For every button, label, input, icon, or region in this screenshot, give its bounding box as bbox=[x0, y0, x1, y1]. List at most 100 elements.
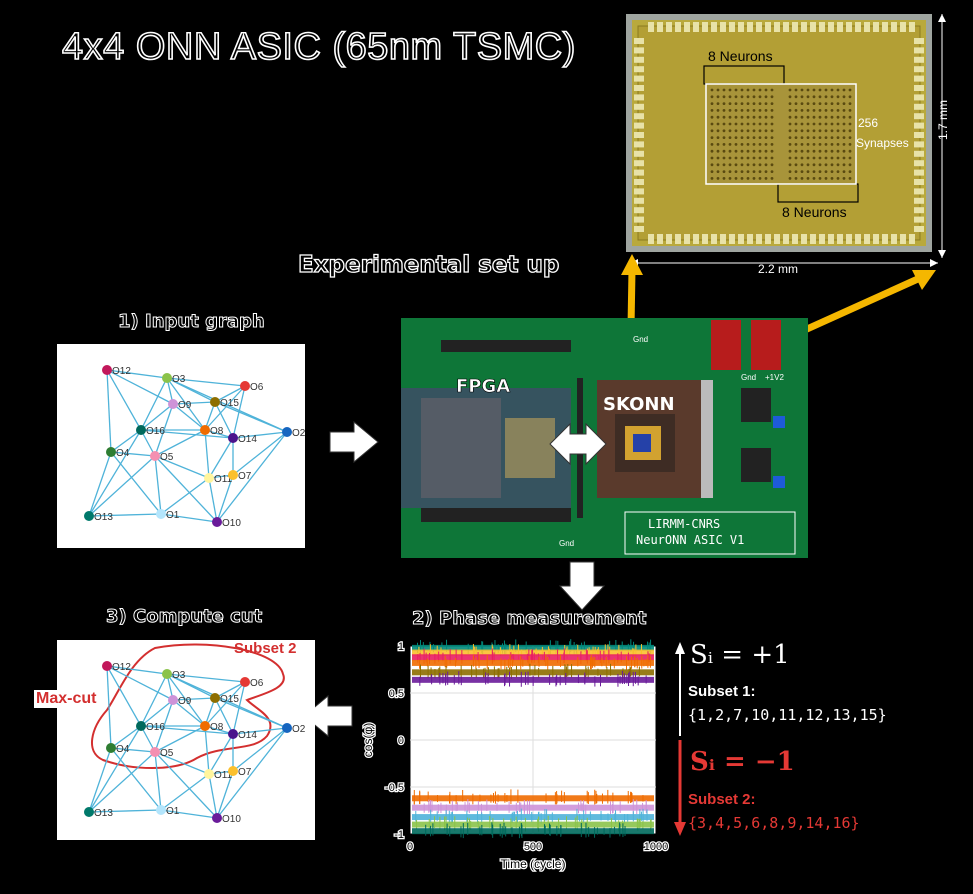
graph-node bbox=[168, 399, 178, 409]
graph-node-label: O15 bbox=[220, 398, 239, 409]
graph-node bbox=[168, 695, 178, 705]
graph-node bbox=[228, 470, 238, 480]
input-graph-title: 1) Input graph bbox=[118, 311, 265, 332]
graph-edge bbox=[155, 456, 161, 514]
graph-node-label: O7 bbox=[238, 471, 252, 482]
graph-edge bbox=[141, 378, 167, 430]
graph-node bbox=[84, 511, 94, 521]
graph-node-label: O12 bbox=[112, 662, 131, 673]
phase-band bbox=[412, 795, 654, 801]
graph-node-label: O16 bbox=[146, 426, 165, 437]
graph-node-label: O12 bbox=[112, 366, 131, 377]
graph-node bbox=[204, 769, 214, 779]
legend-arrow bbox=[672, 640, 688, 840]
graph-node bbox=[212, 813, 222, 823]
phase-band bbox=[412, 828, 654, 834]
x-axis-label: Time (cycle) bbox=[501, 857, 566, 871]
graph-node bbox=[156, 509, 166, 519]
graph-node bbox=[136, 721, 146, 731]
subset2-values: {3,4,5,6,8,9,14,16} bbox=[688, 814, 860, 832]
graph-edge bbox=[89, 430, 141, 516]
graph-edge bbox=[141, 674, 167, 726]
graph-node-label: O9 bbox=[178, 696, 192, 707]
arrow-to-phase bbox=[558, 560, 606, 612]
graph-node bbox=[162, 669, 172, 679]
graph-node bbox=[106, 447, 116, 457]
y-tick-label: 1 bbox=[398, 641, 404, 653]
graph-edge bbox=[205, 430, 209, 478]
arrow-to-board bbox=[328, 420, 380, 464]
y-tick-label: -1 bbox=[394, 829, 404, 841]
graph-node bbox=[102, 661, 112, 671]
graph-node bbox=[240, 381, 250, 391]
bidirectional-arrow bbox=[548, 420, 608, 468]
graph-node bbox=[200, 721, 210, 731]
graph-node bbox=[150, 747, 160, 757]
graph-node bbox=[212, 517, 222, 527]
graph-node bbox=[210, 693, 220, 703]
graph-node-label: O5 bbox=[160, 748, 174, 759]
phase-band bbox=[412, 822, 654, 828]
graph-node-label: O1 bbox=[166, 510, 180, 521]
y-tick-label: 0 bbox=[398, 735, 404, 747]
graph-node bbox=[156, 805, 166, 815]
phase-band bbox=[412, 814, 654, 820]
x-tick-label: 1000 bbox=[644, 841, 668, 853]
graph-edge bbox=[107, 370, 111, 452]
graph-node-label: O2 bbox=[292, 428, 305, 439]
compute-cut-title: 3) Compute cut bbox=[106, 606, 262, 627]
graph-node bbox=[136, 425, 146, 435]
graph-node-label: O9 bbox=[178, 400, 192, 411]
v12-label: +1V2 bbox=[765, 373, 784, 382]
x-tick-label: 500 bbox=[524, 841, 542, 853]
graph-node bbox=[162, 373, 172, 383]
graph-edge bbox=[161, 478, 209, 514]
compute-cut-panel: O12O3O6O9O15O16O8O14O2O4O5O11O7O13O1O10 bbox=[57, 640, 315, 840]
graph-edge bbox=[89, 726, 141, 812]
gnd-label-3: Gnd bbox=[741, 373, 756, 382]
graph-node-label: O5 bbox=[160, 452, 174, 463]
subset1-values: {1,2,7,10,11,12,13,15} bbox=[688, 706, 887, 724]
y-tick-label: 0.5 bbox=[389, 688, 404, 700]
subset2-graph-label: Subset 2 bbox=[234, 640, 297, 657]
graph-node-label: O8 bbox=[210, 426, 224, 437]
graph-node bbox=[106, 743, 116, 753]
graph-node-label: O6 bbox=[250, 382, 264, 393]
graph-node-label: O10 bbox=[222, 518, 241, 529]
fpga-label: FPGA bbox=[456, 376, 510, 397]
graph-node bbox=[210, 397, 220, 407]
x-tick-label: 0 bbox=[407, 841, 413, 853]
graph-node bbox=[228, 729, 238, 739]
graph-node-label: O6 bbox=[250, 678, 264, 689]
graph-edge bbox=[205, 726, 209, 774]
graph-node-label: O10 bbox=[222, 814, 241, 825]
graph-node-label: O15 bbox=[220, 694, 239, 705]
y-tick-label: -0.5 bbox=[385, 782, 404, 794]
graph-node bbox=[282, 723, 292, 733]
y-axis-label: cos(φ) bbox=[361, 723, 375, 757]
graph-edge bbox=[111, 748, 161, 810]
graph-node bbox=[228, 766, 238, 776]
graph-node-label: O2 bbox=[292, 724, 306, 735]
graph-node-label: O4 bbox=[116, 744, 130, 755]
phase-band bbox=[412, 805, 654, 811]
subset2-label: Subset 2: bbox=[688, 791, 756, 808]
graph-node bbox=[150, 451, 160, 461]
graph-node-label: O7 bbox=[238, 767, 252, 778]
graph-node bbox=[240, 677, 250, 687]
graph-node-label: O14 bbox=[238, 434, 257, 445]
cut-graph-svg: O12O3O6O9O15O16O8O14O2O4O5O11O7O13O1O10 bbox=[57, 640, 315, 840]
graph-node-label: O4 bbox=[116, 448, 130, 459]
graph-node-label: O8 bbox=[210, 722, 224, 733]
graph-node bbox=[228, 433, 238, 443]
input-graph-panel: O12O3O6O9O15O16O8O14O2O4O5O11O7O13O1O10 bbox=[57, 344, 305, 548]
graph-edge bbox=[155, 752, 161, 810]
graph-node bbox=[84, 807, 94, 817]
graph-edge bbox=[107, 666, 111, 748]
s-plus-formula: Sᵢ = +1 bbox=[690, 640, 790, 670]
skonn-label: SKONN bbox=[603, 394, 675, 415]
graph-edge bbox=[111, 452, 161, 514]
graph-node bbox=[200, 425, 210, 435]
phase-plot-svg: 10.50-0.5-105001000Time (cycle)cos(φ) bbox=[360, 636, 670, 876]
graph-node-label: O3 bbox=[172, 374, 186, 385]
